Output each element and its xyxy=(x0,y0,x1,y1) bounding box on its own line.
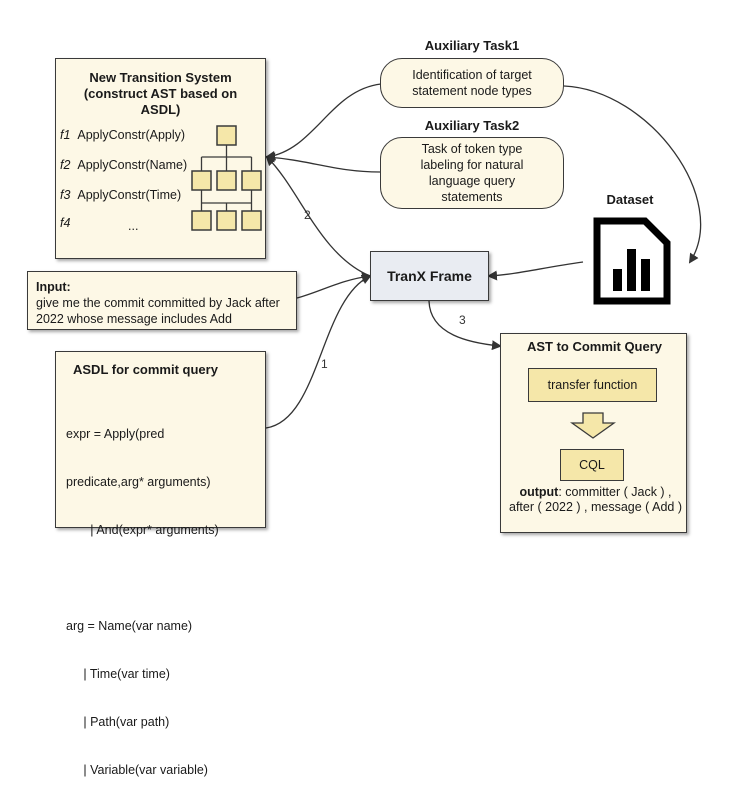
dataset-chart-icon xyxy=(593,217,671,305)
asdl-line xyxy=(66,570,219,586)
edge-aux2-to-ts xyxy=(265,152,381,173)
asdl-line: predicate,arg* arguments) xyxy=(66,475,211,489)
edge-dataset-to-tranx xyxy=(487,261,584,281)
edge-label-3: 3 xyxy=(459,313,466,327)
asdl-line: expr = Apply(pred xyxy=(66,427,165,441)
aux-task1-pill: Identification of target statement node … xyxy=(380,58,564,108)
asdl-line: | Variable(var variable) xyxy=(66,763,208,777)
ts-row-f3: f3 ApplyConstr(Time) xyxy=(60,188,182,202)
ts-row-f1: f1 ApplyConstr(Apply) xyxy=(60,128,186,142)
tranx-frame-label: TranX Frame xyxy=(387,268,472,284)
transition-system-title: New Transition System (construct AST bas… xyxy=(83,70,238,117)
aux-task1-label: Auxiliary Task1 xyxy=(424,38,520,53)
edge-label-2: 2 xyxy=(304,208,311,222)
tranx-frame-box: TranX Frame xyxy=(370,251,489,301)
aux-task2-pill: Task of token type labeling for natural … xyxy=(380,137,564,209)
asdl-line: | Time(var time) xyxy=(66,667,170,681)
edge-aux1-to-dataset xyxy=(563,85,702,264)
ast-tree-icon xyxy=(191,125,262,231)
edge-input-to-tranx xyxy=(296,272,372,299)
edge-aux1-to-ts xyxy=(265,83,382,161)
transfer-function-box: transfer function xyxy=(528,368,657,402)
asdl-rules: expr = Apply(pred predicate,arg* argumen… xyxy=(66,394,219,810)
edge-tranx-to-cql xyxy=(428,300,502,351)
ts-row-f4-ellipsis: ... xyxy=(128,219,139,233)
aux-task2-label: Auxiliary Task2 xyxy=(424,118,520,133)
asdl-title: ASDL for commit query xyxy=(73,362,218,377)
asdl-line: arg = Name(var name) xyxy=(66,619,193,633)
asdl-line: | And(expr* arguments) xyxy=(66,523,219,537)
down-arrow-icon xyxy=(570,412,616,439)
edge-asdl-to-tranx xyxy=(265,274,372,429)
input-text: give me the commit committed by Jack aft… xyxy=(36,296,280,326)
dataset-label: Dataset xyxy=(606,192,654,207)
cql-box: CQL xyxy=(560,449,624,481)
ast-to-cql-title: AST to Commit Query xyxy=(526,339,663,354)
input-box: Input: give me the commit committed by J… xyxy=(27,271,297,330)
connectors xyxy=(265,83,702,429)
ts-row-f2: f2 ApplyConstr(Name) xyxy=(60,158,188,172)
input-label: Input: xyxy=(36,280,71,294)
edge-tranx-to-ts xyxy=(265,155,371,277)
asdl-line: | Path(var path) xyxy=(66,715,170,729)
edge-label-1: 1 xyxy=(321,357,328,371)
asdl-box: ASDL for commit query expr = Apply(pred … xyxy=(55,351,266,777)
ast-to-commit-query-box: AST to Commit Query transfer function CQ… xyxy=(500,333,687,533)
output-text: output: committer ( Jack ) , after ( 202… xyxy=(509,485,682,514)
ts-row-f4: f4 xyxy=(60,216,71,230)
transition-system-box: New Transition System (construct AST bas… xyxy=(55,58,266,259)
